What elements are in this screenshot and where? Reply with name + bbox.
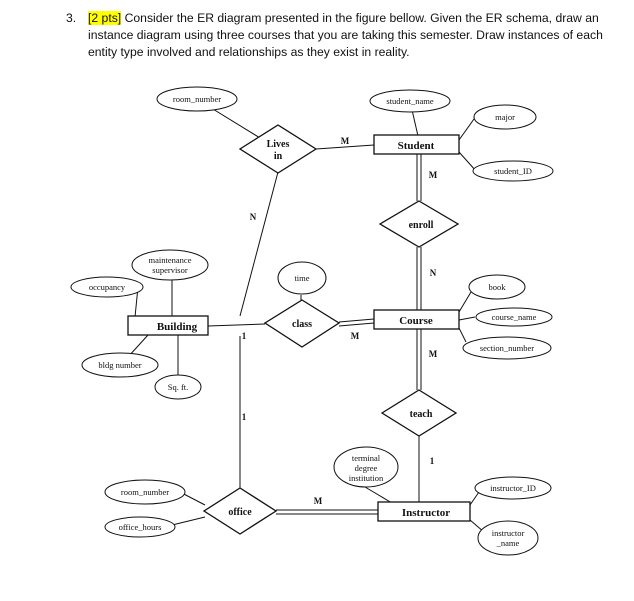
label-student-name: student_name — [386, 96, 433, 106]
attribute-instructor-name — [477, 520, 539, 556]
label-student-id: student_ID — [494, 166, 532, 176]
attribute-room-number-top — [156, 86, 238, 112]
edge-course-section — [458, 327, 467, 343]
edge-student-major — [458, 118, 475, 141]
attribute-time — [277, 261, 327, 295]
attribute-student-id — [472, 160, 554, 182]
label-instructor: Instructor — [402, 507, 450, 519]
label-room-number-top: room_number — [173, 94, 221, 104]
question-number: 3. — [66, 11, 77, 25]
attribute-instructor-id — [474, 476, 552, 500]
attribute-sq-ft — [154, 374, 202, 400]
label-teach: teach — [410, 409, 433, 420]
cardinality-office-instructor: M — [314, 496, 323, 506]
cardinality-enroll-student: M — [429, 170, 438, 180]
label-instructor-name-2: _name — [496, 538, 520, 548]
cardinality-class-building: 1 — [242, 331, 247, 341]
edge-class-course-a — [338, 318, 375, 323]
relationship-enroll — [378, 200, 460, 248]
label-time: time — [294, 273, 309, 283]
label-enroll: enroll — [409, 220, 434, 231]
edge-building-class — [207, 323, 266, 327]
label-course: Course — [399, 315, 433, 327]
attribute-room-number-bottom — [104, 479, 186, 505]
edge-course-coursename — [458, 316, 476, 321]
label-major: major — [495, 112, 515, 122]
cardinality-lives-student: M — [341, 136, 350, 146]
entity-building — [127, 315, 209, 336]
edge-instructor-instructorid — [469, 491, 480, 506]
edge-lives-building — [239, 171, 279, 317]
label-occupancy: occupancy — [89, 282, 126, 292]
cardinality-class-course: M — [351, 331, 360, 341]
label-class: class — [292, 319, 312, 330]
points-highlight: [2 pts] — [88, 11, 122, 25]
cardinality-lives-building: N — [250, 212, 257, 222]
label-lives: Lives — [267, 139, 290, 150]
label-section-number: section_number — [480, 343, 534, 353]
label-office: office — [228, 507, 252, 518]
question-body: [2 pts] Consider the ER diagram presente… — [88, 10, 626, 61]
entity-student — [373, 134, 460, 155]
question-prompt: Consider the ER diagram presented in the… — [88, 11, 603, 59]
question-text: 3. [2 pts] Consider the ER diagram prese… — [66, 10, 626, 61]
label-office-hours: office_hours — [119, 522, 162, 532]
edge-course-book — [458, 291, 472, 313]
label-bldg-number: bldg number — [98, 360, 141, 370]
label-course-name: course_name — [492, 312, 537, 322]
label-terminal: terminal — [352, 453, 381, 463]
attribute-occupancy — [70, 276, 144, 298]
label-building: Building — [157, 321, 198, 333]
label-instructor-name-1: instructor — [492, 528, 525, 538]
attribute-office-hours — [104, 516, 176, 538]
label-sq-ft: Sq. ft. — [168, 382, 189, 392]
attribute-course-name — [475, 307, 553, 327]
edge-student-studentid — [458, 151, 477, 172]
cardinality-enroll-course: N — [430, 268, 437, 278]
relationship-lives-in — [238, 124, 318, 174]
entity-instructor — [377, 501, 471, 522]
attribute-book — [468, 274, 526, 300]
cardinality-teach-course: M — [429, 349, 438, 359]
edge-terminal-instructor — [364, 486, 393, 504]
entity-course — [373, 309, 460, 330]
attribute-terminal-degree — [333, 446, 399, 488]
cardinality-teach-instructor: 1 — [430, 456, 435, 466]
attribute-bldg-number — [81, 352, 159, 378]
attribute-student-name — [369, 89, 451, 113]
relationship-class — [263, 299, 341, 348]
attribute-major — [473, 104, 537, 130]
label-degree: degree — [355, 463, 378, 473]
relationship-office — [202, 487, 278, 535]
label-student: Student — [398, 140, 435, 152]
label-room-number-bottom: room_number — [121, 487, 169, 497]
label-in: in — [274, 151, 283, 162]
label-book: book — [489, 282, 507, 292]
label-supervisor: supervisor — [152, 265, 188, 275]
label-instructor-id: instructor_ID — [490, 483, 536, 493]
attribute-maintenance-supervisor — [131, 249, 209, 281]
cardinality-office-building: 1 — [242, 412, 247, 422]
relationship-teach — [380, 389, 458, 437]
label-maintenance: maintenance — [149, 255, 192, 265]
edge-lives-student — [315, 144, 375, 150]
edge-class-course-b — [338, 322, 375, 327]
attribute-section-number — [462, 336, 552, 360]
label-institution: institution — [349, 473, 384, 483]
